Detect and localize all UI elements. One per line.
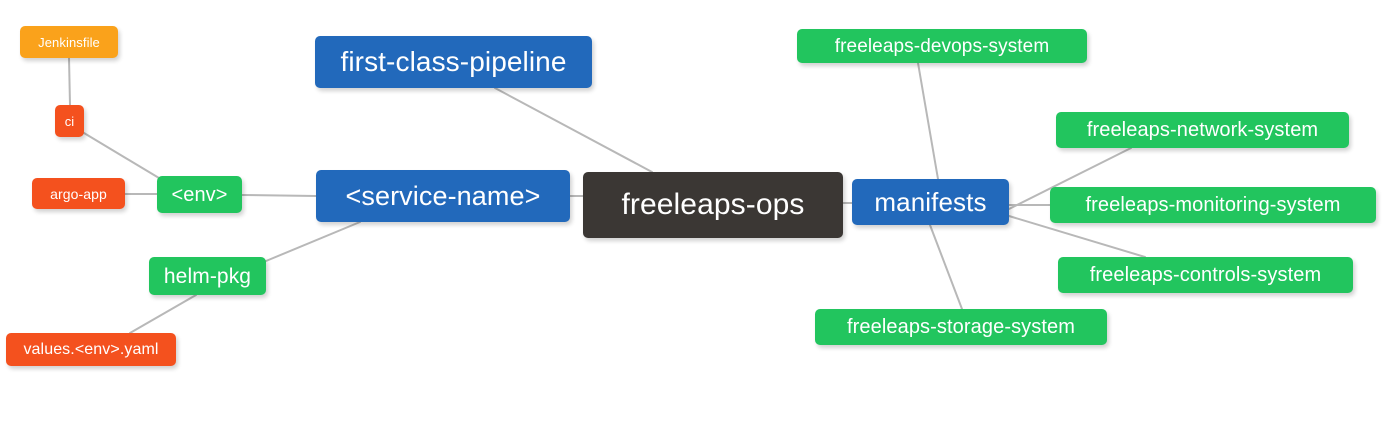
node-ci[interactable]: ci: [55, 105, 84, 137]
node-label-argo-app: argo-app: [50, 185, 107, 202]
node-freeleaps-network-system[interactable]: freeleaps-network-system: [1056, 112, 1349, 148]
edge-first-class-pipeline-to-freeleaps-ops: [494, 87, 653, 173]
node-label-values-yaml: values.<env>.yaml: [23, 340, 159, 358]
node-label-helm-pkg: helm-pkg: [163, 264, 252, 288]
node-freeleaps-ops[interactable]: freeleaps-ops: [583, 172, 843, 238]
edge-manifests-to-freeleaps-devops-system: [917, 62, 939, 180]
node-values-yaml[interactable]: values.<env>.yaml: [6, 333, 176, 366]
edge-service-name-to-helm-pkg: [265, 221, 361, 262]
node-label-freeleaps-ops: freeleaps-ops: [621, 188, 805, 221]
node-label-freeleaps-monitoring-system: freeleaps-monitoring-system: [1085, 194, 1341, 216]
node-jenkinsfile[interactable]: Jenkinsfile: [20, 26, 118, 58]
edge-helm-pkg-to-values-yaml: [129, 294, 197, 334]
node-label-service-name: <service-name>: [345, 180, 541, 211]
edge-env-to-service-name: [241, 194, 317, 197]
edge-manifests-to-freeleaps-network-system: [1008, 147, 1132, 210]
node-label-first-class-pipeline: first-class-pipeline: [340, 46, 567, 77]
node-freeleaps-devops-system[interactable]: freeleaps-devops-system: [797, 29, 1087, 63]
node-freeleaps-monitoring-system[interactable]: freeleaps-monitoring-system: [1050, 187, 1376, 223]
node-argo-app[interactable]: argo-app: [32, 178, 125, 209]
node-label-freeleaps-storage-system: freeleaps-storage-system: [846, 316, 1076, 338]
node-first-class-pipeline[interactable]: first-class-pipeline: [315, 36, 592, 88]
node-label-freeleaps-controls-system: freeleaps-controls-system: [1089, 264, 1322, 286]
node-label-env: <env>: [171, 183, 228, 206]
node-freeleaps-controls-system[interactable]: freeleaps-controls-system: [1058, 257, 1353, 293]
edge-manifests-to-freeleaps-controls-system: [1008, 215, 1146, 258]
node-label-ci: ci: [64, 113, 75, 129]
node-env[interactable]: <env>: [157, 176, 242, 213]
edge-manifests-to-freeleaps-storage-system: [929, 224, 963, 310]
node-label-jenkinsfile: Jenkinsfile: [38, 34, 100, 50]
edge-ci-to-env: [83, 132, 160, 179]
node-label-freeleaps-devops-system: freeleaps-devops-system: [834, 35, 1050, 57]
node-label-freeleaps-network-system: freeleaps-network-system: [1086, 119, 1319, 141]
edge-jenkinsfile-to-ci: [68, 57, 71, 106]
node-manifests[interactable]: manifests: [852, 179, 1009, 225]
node-helm-pkg[interactable]: helm-pkg: [149, 257, 266, 295]
node-freeleaps-storage-system[interactable]: freeleaps-storage-system: [815, 309, 1107, 345]
node-service-name[interactable]: <service-name>: [316, 170, 570, 222]
node-label-manifests: manifests: [874, 187, 987, 217]
